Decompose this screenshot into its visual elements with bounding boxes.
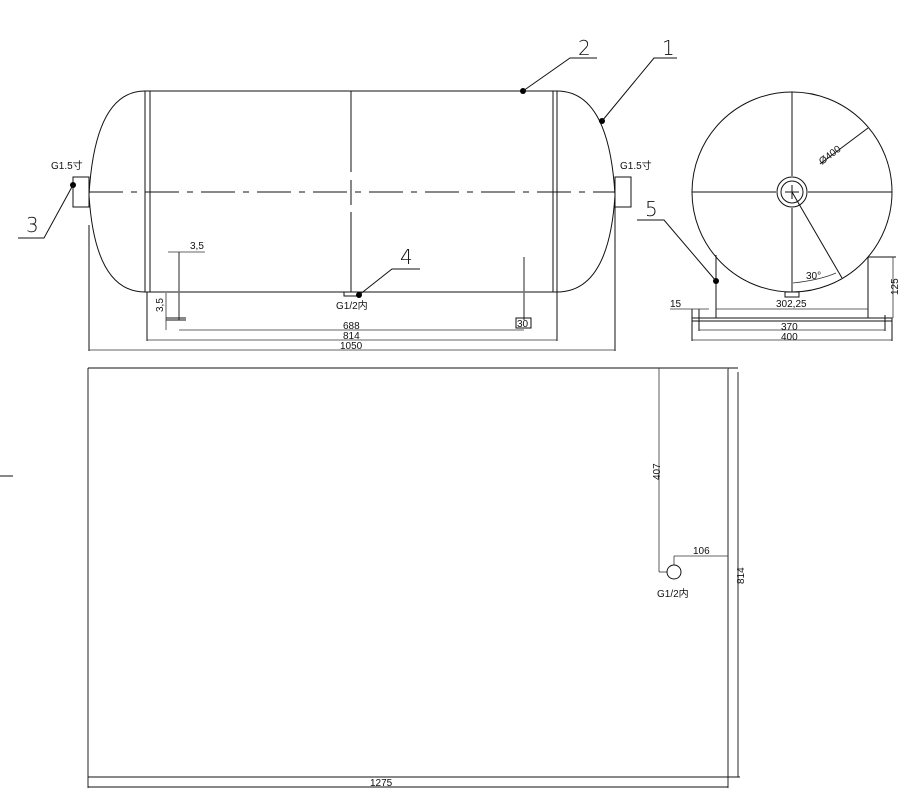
dim-support-span: 814 <box>343 331 360 342</box>
callout-5: 5 <box>645 197 658 221</box>
right-port-label: G1.5寸 <box>620 159 652 172</box>
left-port-label: G1.5寸 <box>51 159 83 172</box>
plan-view: 814 1275 407 106 G1/2内 <box>87 367 747 789</box>
callout-3: 3 <box>26 213 39 237</box>
left-nozzle <box>72 176 90 208</box>
dim-port-from-top: 407 <box>652 463 663 480</box>
dim-support-gap: 30 <box>517 319 529 330</box>
dim-overall-length: 1050 <box>340 341 363 352</box>
dim-inner-span: 688 <box>343 321 360 332</box>
dim-plan-width: 814 <box>736 567 747 584</box>
right-nozzle <box>614 176 632 208</box>
plan-port-circle <box>666 564 682 580</box>
bottom-port <box>343 291 359 297</box>
dim-plan-length: 1275 <box>370 778 393 789</box>
dim-port-from-right: 106 <box>693 546 710 557</box>
dim-plate-width: 3,5 <box>190 241 204 252</box>
dim-saddle-width: 302,25 <box>776 299 807 310</box>
dim-saddle-height: 125 <box>890 278 901 295</box>
dim-plate-height: 3,5 <box>155 298 166 312</box>
dim-base-offset: 15 <box>670 299 682 310</box>
callout-4: 4 <box>400 245 413 269</box>
callout-1: 1 <box>662 36 675 60</box>
dim-base-inner: 370 <box>781 322 798 333</box>
bottom-port-label: G1/2内 <box>336 299 368 312</box>
end-view: Ø400 30° 125 302,25 370 400 15 5 <box>637 91 901 343</box>
side-view: 3,5 3,5 30 688 814 1050 G1.5寸 G1.5寸 G1/2… <box>18 36 677 352</box>
dim-base-outer: 400 <box>781 332 798 343</box>
callout-2: 2 <box>578 36 591 60</box>
base-plate <box>691 317 893 322</box>
plan-port-label: G1/2内 <box>657 587 689 600</box>
dim-diameter: Ø400 <box>817 144 844 168</box>
support-plate <box>515 317 532 329</box>
dim-angle: 30° <box>806 271 821 282</box>
